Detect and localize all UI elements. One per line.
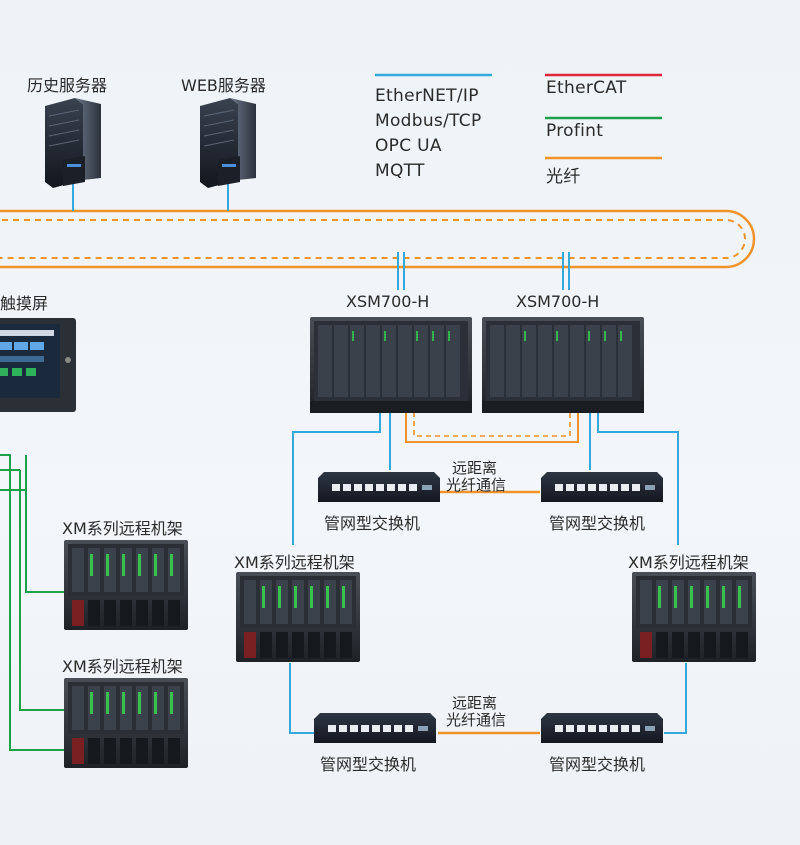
- rack-left-lower: [64, 678, 188, 768]
- history-server: [45, 98, 101, 188]
- fiber-link-bottom-line1: 远距离: [452, 694, 498, 712]
- rack-left-lower-label: XM系列远程机架: [62, 657, 183, 676]
- fiber-ring: [0, 209, 756, 269]
- profinet-links: [0, 454, 64, 751]
- switch-top-right: [541, 472, 663, 502]
- rack-center-label: XM系列远程机架: [234, 553, 355, 572]
- legend-modbus-tcp: Modbus/TCP: [375, 111, 482, 131]
- legend-mqtt: MQTT: [375, 161, 425, 181]
- legend-ethernet-ip: EtherNET/IP: [375, 86, 479, 106]
- rack-right-label: XM系列远程机架: [628, 553, 749, 572]
- switch-bottom-left-label: 管网型交换机: [320, 755, 417, 774]
- touchscreen-label: 触摸屏: [0, 294, 49, 313]
- legend-lines: [375, 73, 662, 160]
- switch-bottom-left: [314, 713, 436, 743]
- controller-right-label: XSM700-H: [516, 292, 600, 311]
- legend-ethercat: EtherCAT: [546, 78, 627, 98]
- switch-bottom-right-label: 管网型交换机: [549, 755, 646, 774]
- touchscreen-device: [0, 318, 76, 412]
- legend-profinet: Profint: [546, 121, 604, 141]
- controller-left-label: XSM700-H: [346, 292, 430, 311]
- controller-left: [310, 317, 472, 413]
- controller-right: [482, 317, 644, 413]
- legend-opc-ua: OPC UA: [375, 136, 442, 156]
- legend-fiber: 光纤: [546, 167, 581, 187]
- web-server-label: WEB服务器: [181, 76, 266, 95]
- web-server: [200, 98, 256, 188]
- rack-switch-links: [289, 663, 687, 734]
- history-server-label: 历史服务器: [27, 76, 108, 95]
- rack-left-upper: [64, 540, 188, 630]
- controller-uplinks: [397, 252, 570, 290]
- switch-top-left-label: 管网型交换机: [324, 514, 421, 533]
- rack-left-upper-label: XM系列远程机架: [62, 519, 183, 538]
- rack-center: [236, 572, 360, 662]
- controller-downlinks: [292, 412, 679, 545]
- fiber-ring-inner: [0, 219, 746, 259]
- fiber-link-top-line2: 光纤通信: [446, 476, 507, 494]
- fiber-link-bottom-line2: 光纤通信: [446, 711, 507, 729]
- switch-top-left: [318, 472, 440, 502]
- fiber-ring-outer: [0, 209, 756, 269]
- switch-bottom-right: [541, 713, 663, 743]
- fiber-link-top-line1: 远距离: [452, 459, 498, 477]
- switch-top-right-label: 管网型交换机: [549, 514, 646, 533]
- rack-right: [632, 572, 756, 662]
